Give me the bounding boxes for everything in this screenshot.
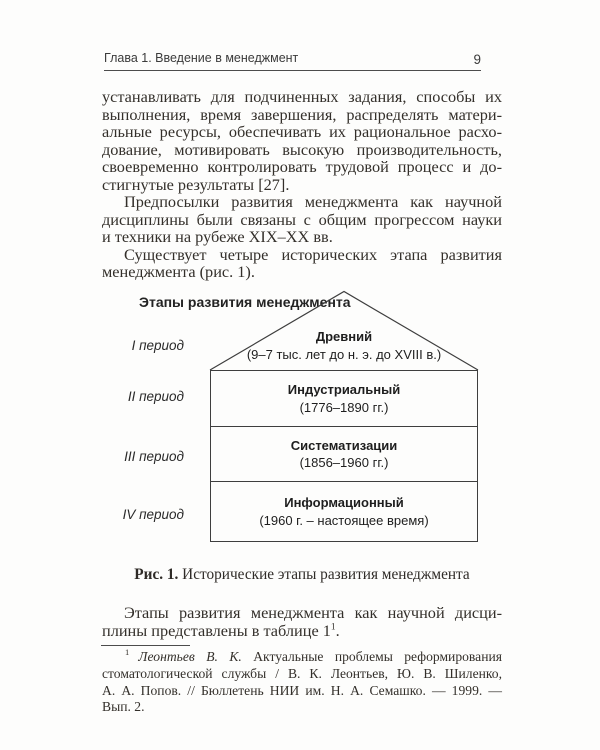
footnote-line: А. А. Попов. // Бюллетень НИИ им. Н. А. …	[102, 682, 502, 698]
footnote-line: Вып. 2.	[102, 699, 145, 715]
text-span: плины представлены в таблице 1	[102, 620, 331, 640]
stage-years: (1960 г. – настоящее время)	[259, 512, 429, 528]
stage-name: Информационный	[284, 495, 404, 510]
footnote-separator	[101, 645, 190, 646]
stage-years: (9–7 тыс. лет до н. э. до XVIII в.)	[246, 346, 442, 362]
figure-caption-text: Исторические этапы развития менеджмента	[178, 566, 470, 583]
figure-caption-label: Рис. 1.	[134, 566, 179, 583]
text-line: Существует четыре исторических этапа раз…	[124, 244, 502, 264]
text-line: альные ресурсы, обеспечивать их рационал…	[102, 122, 502, 142]
text-line: выполнения, время завершения, распределя…	[102, 104, 502, 124]
stage-name: Индустриальный	[287, 382, 401, 397]
figure-title: Этапы развития менеджмента	[139, 294, 351, 310]
stage-name: Древний	[315, 329, 373, 344]
text-line: своевременно контролировать трудовой про…	[102, 157, 502, 177]
period-label-2: II период	[127, 389, 184, 404]
footnote-line: 1 Леонтьев В. К. Актуальные проблемы рефо…	[102, 647, 502, 666]
period-label-3: III период	[124, 449, 184, 464]
roof-outline	[209, 290, 479, 371]
period-label-1: I период	[131, 338, 184, 353]
text-line: Этапы развития менеджмента как научной д…	[124, 603, 502, 622]
text-line: устанавливать для подчиненных задания, с…	[102, 87, 502, 106]
stage-industrial: Индустриальный (1776–1890 гг.)	[210, 370, 478, 427]
text-span: .	[335, 620, 340, 640]
page-header: Глава 1. Введение в менеджмент 9	[104, 50, 481, 71]
paragraph-4: Этапы развития менеджмента как научной д…	[102, 604, 502, 639]
text-line: Предпосылки развития менеджмента как нау…	[124, 192, 502, 212]
period-label-4: IV период	[122, 507, 184, 522]
footnote-line: стоматологической службы / В. К. Леонтье…	[102, 665, 502, 681]
running-title: Глава 1. Введение в менеджмент	[104, 51, 299, 65]
text-line: и техники на рубеже XIX–XX вв.	[102, 227, 333, 247]
footnote-author: Леонтьев В. К.	[138, 649, 242, 664]
page-number: 9	[473, 52, 481, 67]
text-line: менеджмента (рис. 1).	[102, 262, 255, 282]
paragraph-3: Существует четыре исторических этапа раз…	[102, 246, 502, 281]
footnote: 1 Леонтьев В. К. Актуальные проблемы рефо…	[102, 647, 502, 716]
figure-caption: Рис. 1. Исторические этапы развития мене…	[102, 566, 502, 584]
text-line: дование, мотивировать высокую производит…	[102, 139, 502, 159]
stage-ancient: Древний (9–7 тыс. лет до н. э. до XVIII …	[210, 328, 478, 363]
stage-systematization: Систематизации (1856–1960 гг.)	[210, 426, 478, 482]
footnote-marker: 1	[125, 647, 130, 658]
text-line: дисциплины были связаны с общим прогресс…	[102, 209, 502, 229]
paragraph-2: Предпосылки развития менеджмента как нау…	[102, 193, 502, 246]
stage-years: (1856–1960 гг.)	[299, 455, 389, 470]
paragraph-1: устанавливать для подчиненных задания, с…	[102, 88, 502, 193]
stage-informational: Информационный (1960 г. – настоящее врем…	[210, 481, 478, 542]
stage-name: Систематизации	[290, 437, 398, 453]
text-line: стигнутые результаты [27].	[102, 174, 290, 194]
stage-years: (1776–1890 гг.)	[299, 399, 389, 415]
text-span: Актуальные проблемы реформирования	[241, 649, 502, 664]
body-text: устанавливать для подчиненных задания, с…	[102, 88, 502, 281]
footnote-reference: 1	[330, 622, 336, 633]
text-line: плины представлены в таблице 11.	[102, 620, 502, 640]
